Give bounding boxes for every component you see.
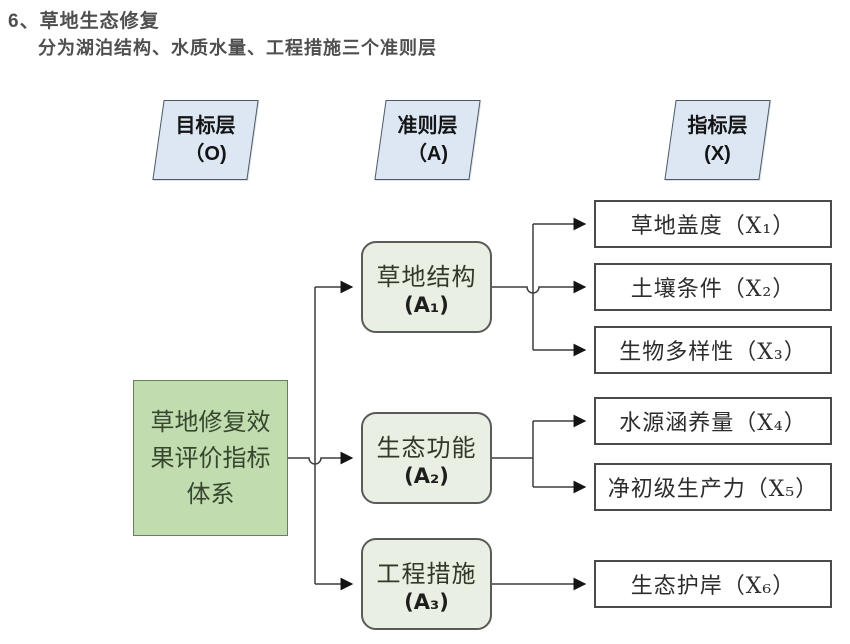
layer-tag-criterion: 准则层 （A) [374,100,481,180]
criterion-label: 工程措施 [376,560,477,588]
criterion-box-a1: 草地结构 (A₁) [361,241,492,333]
edge-o-a2 [288,451,354,465]
section-title: 6、草地生态修复 [8,11,160,32]
criterion-code: (A₁) [404,293,449,317]
criterion-code: (A₂) [404,464,449,488]
indicator-box-x3: 生物多样性（X₃） [594,326,832,374]
criterion-label: 生态功能 [376,434,477,462]
section-subtitle: 分为湖泊结构、水质水量、工程措施三个准则层 [38,38,437,58]
criterion-label: 草地结构 [376,263,477,291]
layer-tag-goal: 目标层 （O) [152,100,259,180]
layer-label: 目标层 [175,115,236,137]
indicator-box-x4: 水源涵养量（X₄） [594,397,832,445]
edge-a1-x2 [492,280,587,294]
indicator-box-x1: 草地盖度（X₁） [594,200,832,248]
layer-symbol: （O) [184,143,227,165]
indicator-box-x2: 土壤条件（X₂） [594,263,832,311]
layer-symbol: (X) [704,143,731,165]
layer-label: 指标层 [687,115,748,137]
indicator-box-x5: 净初级生产力（X₅） [594,463,832,511]
criterion-box-a2: 生态功能 (A₂) [361,412,492,504]
indicator-box-x6: 生态护岸（X₆） [594,560,832,608]
criterion-box-a3: 工程措施 (A₃) [361,538,492,630]
criterion-code: (A₃) [404,590,449,614]
layer-label: 准则层 [397,115,458,137]
goal-box: 草地修复效果评价指标体系 [133,380,288,536]
layer-tag-indicator: 指标层 (X) [664,100,771,180]
layer-symbol: （A) [406,143,449,165]
